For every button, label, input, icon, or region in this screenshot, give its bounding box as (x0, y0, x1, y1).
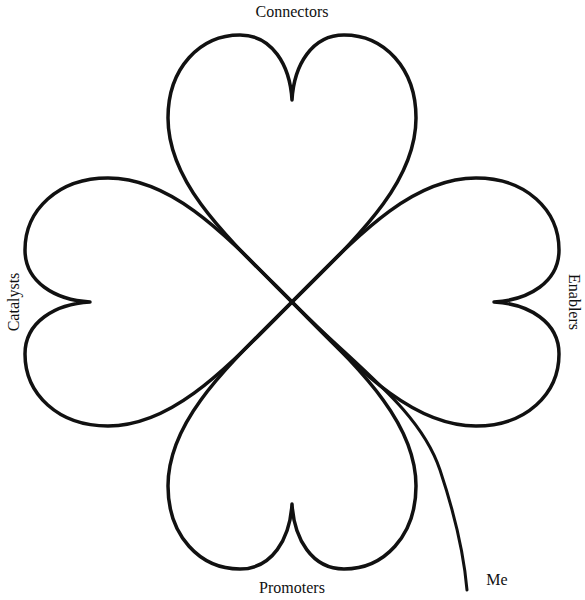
leaf-label: Connectors (256, 4, 329, 20)
clover-stem (292, 302, 467, 590)
clover-leaf (168, 302, 416, 569)
leaf-label: Catalysts (6, 273, 22, 332)
leaf-label: Enablers (566, 274, 582, 330)
clover-leaf (292, 178, 559, 426)
clover-leaf (168, 35, 416, 302)
stem-label: Me (486, 572, 507, 588)
clover-leaf (25, 178, 292, 426)
leaf-label: Promoters (259, 580, 325, 596)
